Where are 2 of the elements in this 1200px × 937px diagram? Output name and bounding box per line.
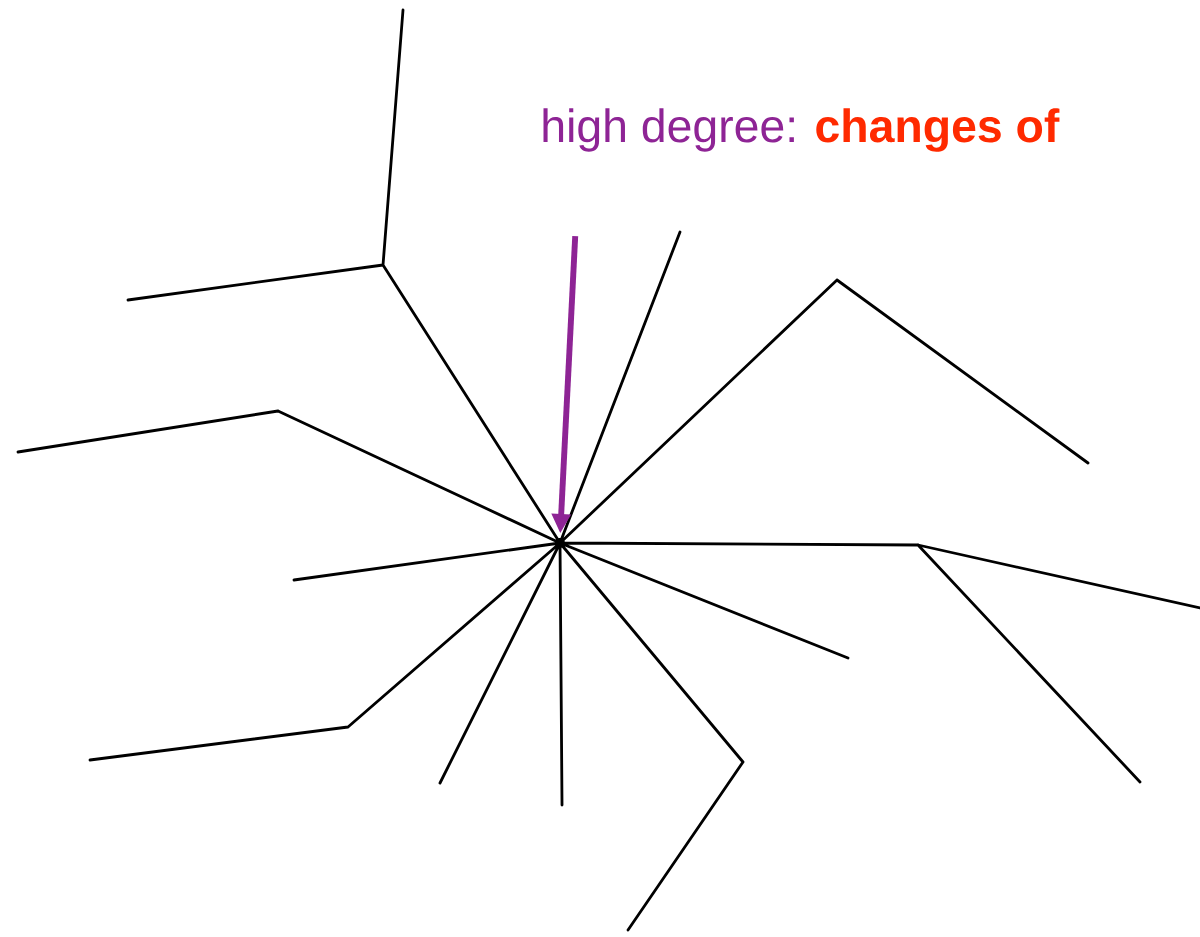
tree-vertex [555, 538, 565, 548]
annotation-text: high degree: changes of [543, 108, 1060, 152]
